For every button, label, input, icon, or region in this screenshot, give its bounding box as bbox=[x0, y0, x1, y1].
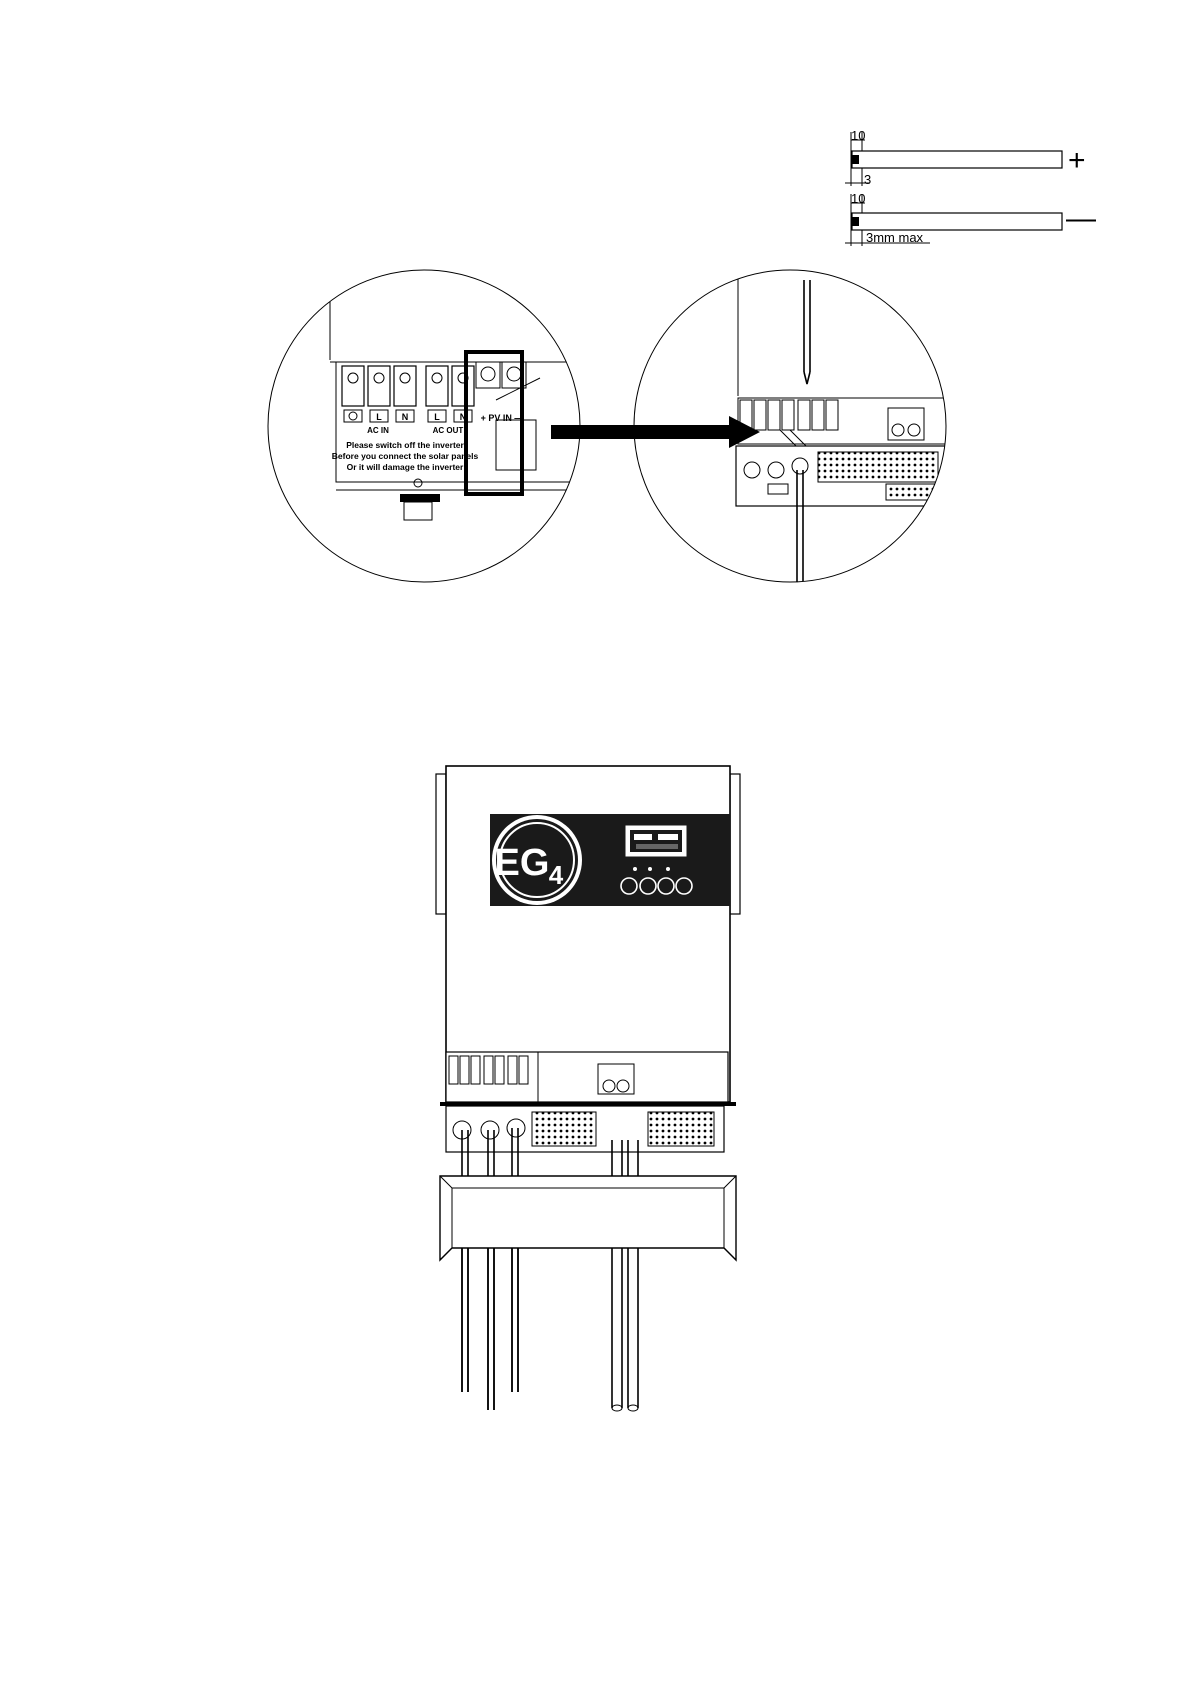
dim-label-bottom: 3mm max bbox=[866, 230, 924, 245]
cable-cover bbox=[440, 1176, 736, 1260]
wire-positive: 10 3 + bbox=[845, 128, 1086, 187]
terminal-label: L bbox=[434, 412, 440, 422]
ac-in-label: AC IN bbox=[367, 426, 389, 435]
dim-label-top: 10 bbox=[851, 128, 865, 143]
inverter-illustration: EG 4 bbox=[436, 766, 740, 1411]
terminal-label: L bbox=[376, 412, 382, 422]
logo-text: EG bbox=[495, 842, 550, 884]
wire-strip-diagram: 10 3 + 10 3mm max — bbox=[845, 128, 1096, 246]
terminal-block-row bbox=[342, 362, 526, 406]
ac-out-label: AC OUT bbox=[433, 426, 464, 435]
polarity-minus: — bbox=[1066, 202, 1096, 235]
pv-in-label: + PV IN — bbox=[481, 413, 524, 423]
warning-line: Or it will damage the inverter bbox=[347, 462, 464, 472]
eg4-logo: EG 4 bbox=[492, 815, 582, 905]
detail-circle-left: L N L N AC IN AC OUT + PV IN — Please sw… bbox=[268, 270, 590, 582]
terminal-block-row bbox=[740, 400, 838, 430]
logo-subscript: 4 bbox=[549, 860, 564, 890]
terminal-label: N bbox=[402, 412, 409, 422]
ground-icon bbox=[349, 412, 357, 420]
dim-label-bottom: 3 bbox=[864, 172, 871, 187]
polarity-plus: + bbox=[1068, 144, 1086, 177]
warning-line: Before you connect the solar panels bbox=[332, 451, 479, 461]
warning-line: Please switch off the inverter bbox=[346, 440, 464, 450]
wire-negative: 10 3mm max — bbox=[845, 191, 1096, 246]
wiring-compartment bbox=[446, 1052, 728, 1102]
arrow-right-icon bbox=[551, 416, 760, 448]
dim-label-top: 10 bbox=[851, 191, 865, 206]
